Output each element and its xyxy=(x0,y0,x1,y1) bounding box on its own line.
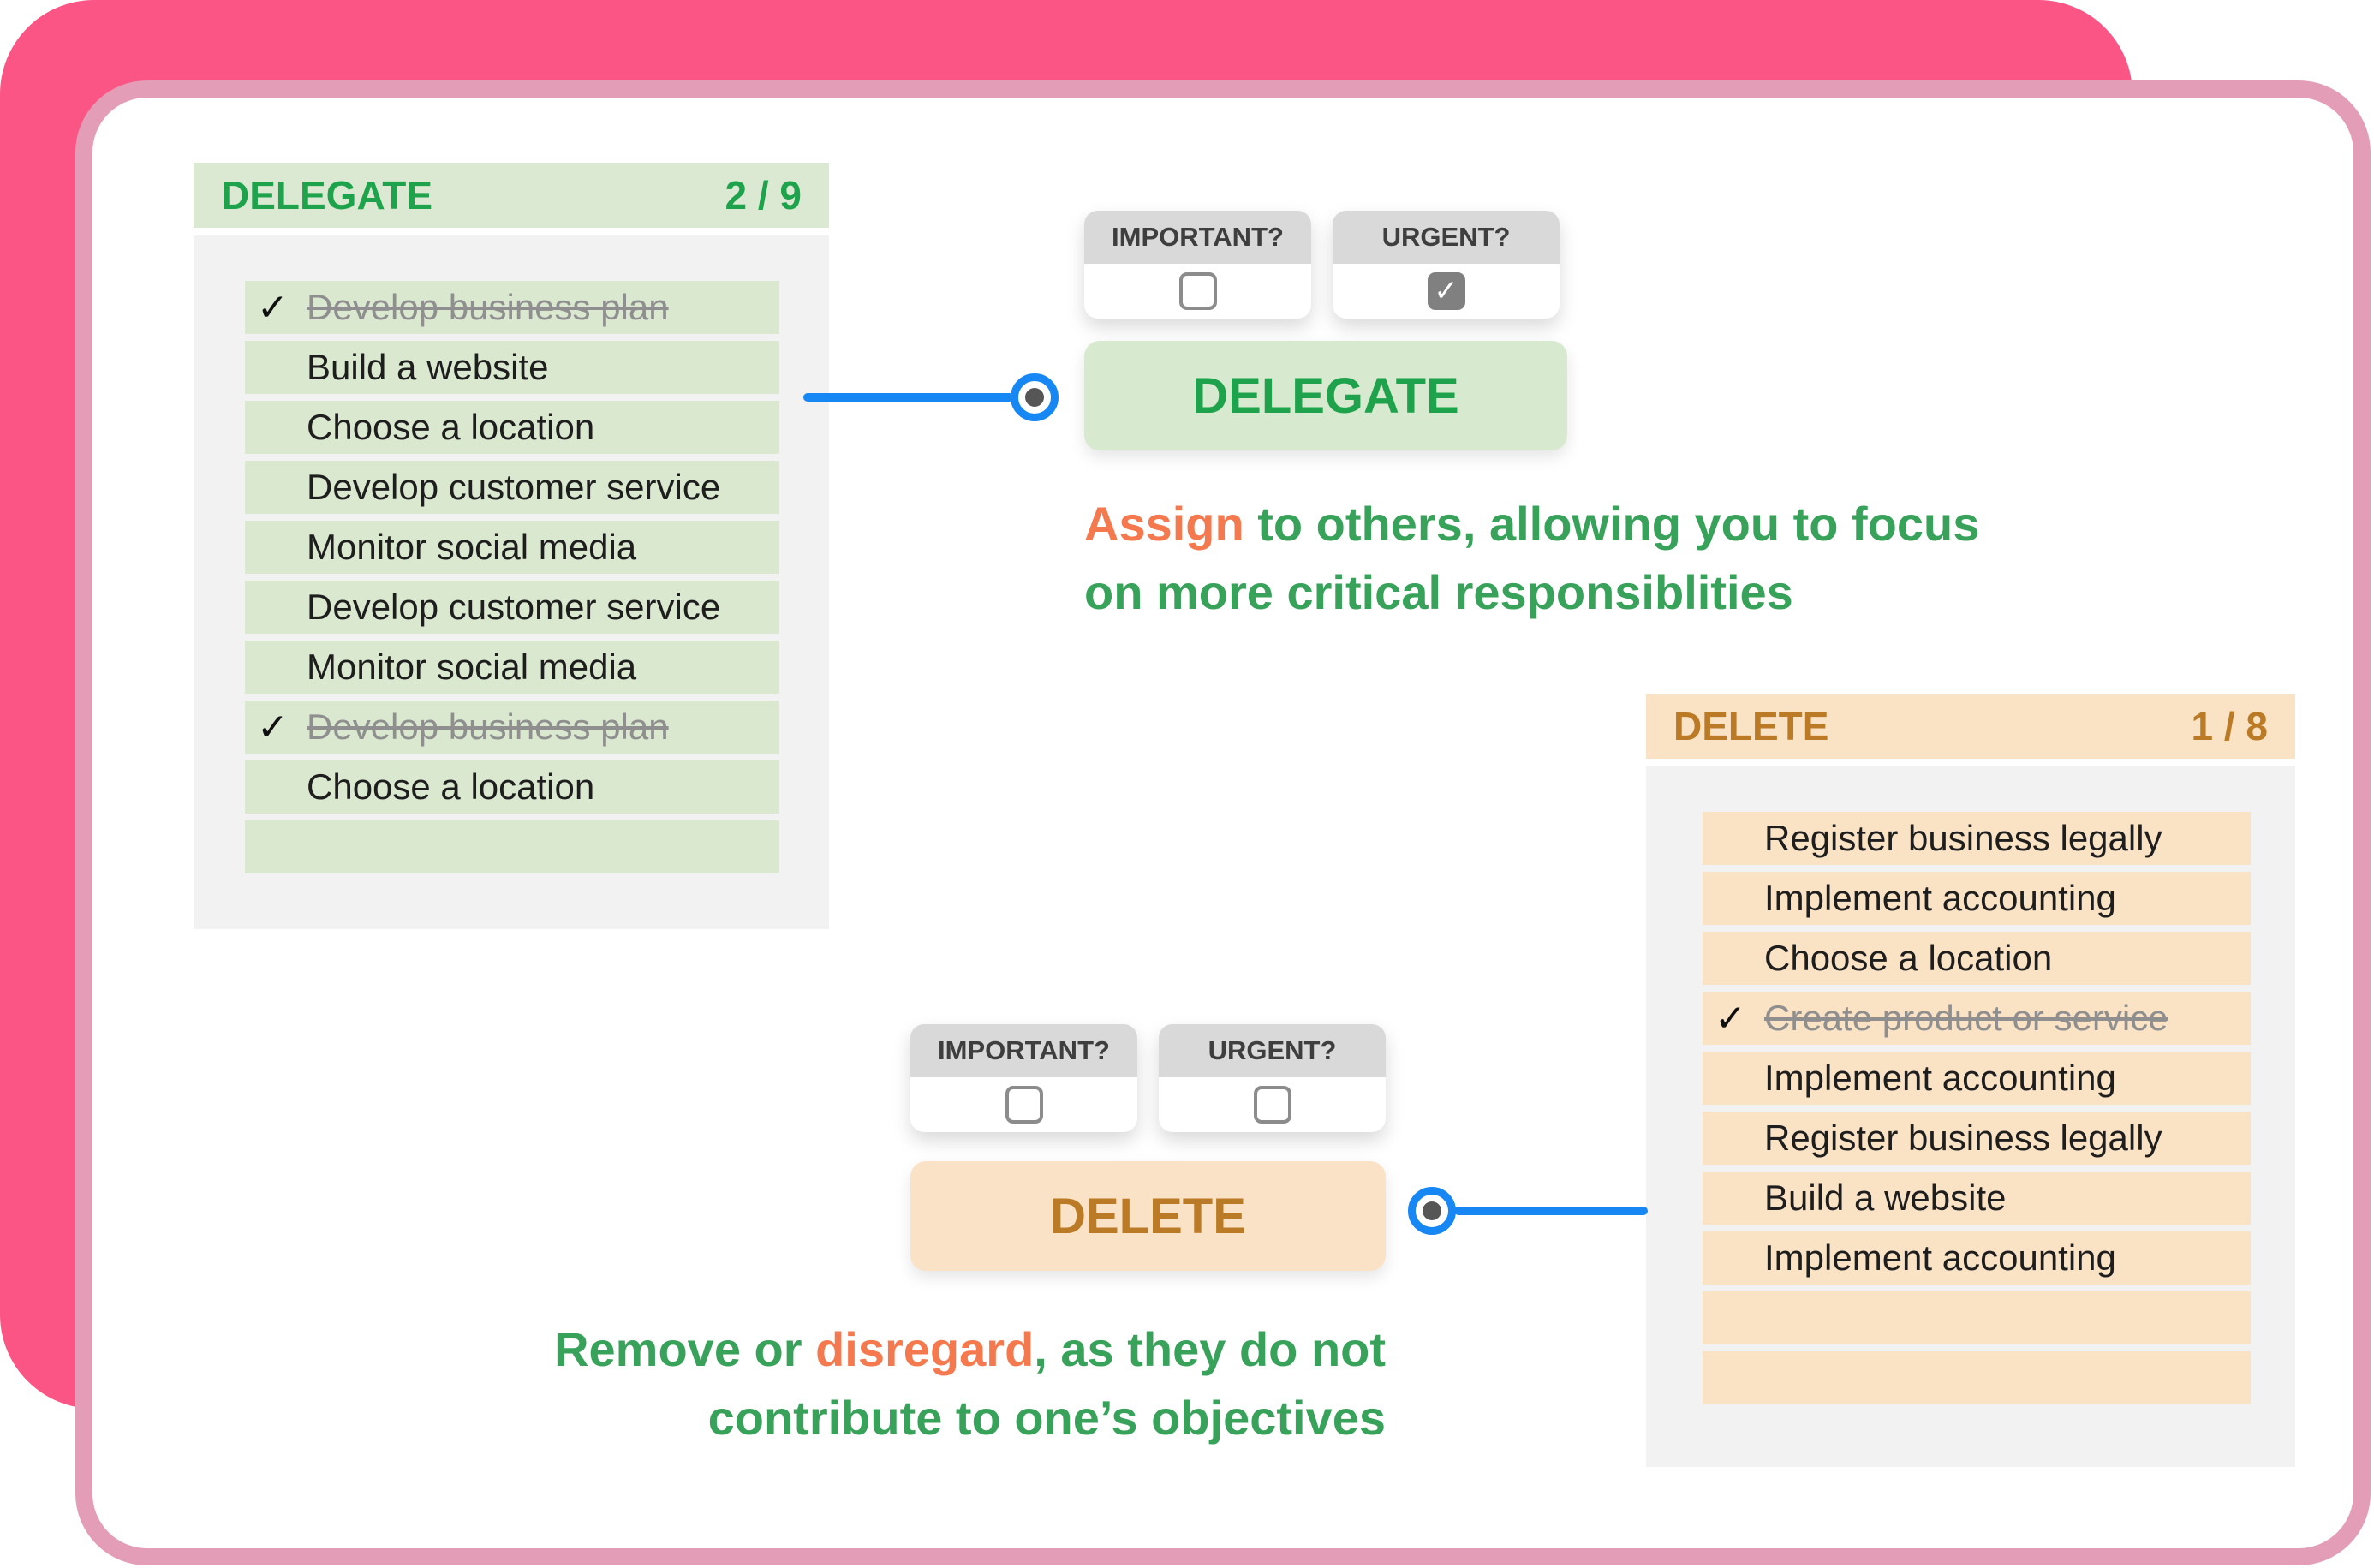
task-label: Monitor social media xyxy=(307,647,637,687)
urgent-label: URGENT? xyxy=(1159,1024,1386,1077)
delete-panel-header: DELETE 1 / 8 xyxy=(1646,694,2295,759)
urgent-checkbox[interactable] xyxy=(1253,1086,1291,1124)
delete-panel-title: DELETE xyxy=(1673,704,1829,748)
important-card-body xyxy=(910,1077,1137,1132)
connector-dot-icon xyxy=(1423,1201,1441,1220)
task-label: Create product or service xyxy=(1764,998,2168,1038)
urgent-label: URGENT? xyxy=(1333,211,1560,264)
delegate-panel-header: DELEGATE 2 / 9 xyxy=(194,163,829,228)
urgent-card-body xyxy=(1159,1077,1386,1132)
delegate-connector-node xyxy=(1011,373,1059,421)
important-card-body xyxy=(1084,264,1311,319)
task-row: Develop customer service xyxy=(245,581,779,634)
task-row: Build a website xyxy=(245,341,779,394)
task-row: Monitor social media xyxy=(245,641,779,694)
task-label: Build a website xyxy=(307,347,549,387)
task-label: Implement accounting xyxy=(1764,1058,2116,1098)
important-label: IMPORTANT? xyxy=(1084,211,1311,264)
task-label: Register business legally xyxy=(1764,1118,2162,1158)
task-label: Monitor social media xyxy=(307,527,637,567)
urgent-card-body: ✓ xyxy=(1333,264,1560,319)
task-label: Develop customer service xyxy=(307,587,721,627)
task-label: Choose a location xyxy=(307,766,595,807)
task-label: Implement accounting xyxy=(1764,1237,2116,1278)
important-label: IMPORTANT? xyxy=(910,1024,1137,1077)
delegate-important-card: IMPORTANT? xyxy=(1084,211,1311,319)
delete-task-list: Register business legally Implement acco… xyxy=(1703,812,2251,1404)
important-checkbox[interactable] xyxy=(1005,1086,1043,1124)
checkmark-icon: ✓ xyxy=(257,706,289,748)
delegate-task-list: ✓ Develop business plan Build a website … xyxy=(245,281,779,873)
delegate-connector-line xyxy=(803,393,1014,402)
task-row xyxy=(1703,1351,2251,1404)
task-row xyxy=(1703,1291,2251,1344)
task-label: Build a website xyxy=(1764,1177,2007,1218)
delete-connector-line xyxy=(1454,1207,1648,1215)
delete-connector-node xyxy=(1408,1187,1456,1235)
delete-button[interactable]: DELETE xyxy=(910,1161,1386,1271)
task-label: Develop customer service xyxy=(307,467,721,507)
task-row: ✓ Develop business plan xyxy=(245,281,779,334)
task-row: Build a website xyxy=(1703,1172,2251,1225)
delegate-panel-title: DELEGATE xyxy=(221,173,433,218)
important-checkbox[interactable] xyxy=(1178,272,1217,310)
delegate-urgent-card: URGENT? ✓ xyxy=(1333,211,1560,319)
checkmark-icon: ✓ xyxy=(257,286,289,329)
task-label: Develop business plan xyxy=(307,287,669,327)
task-row: Register business legally xyxy=(1703,812,2251,865)
delete-urgent-card: URGENT? xyxy=(1159,1024,1386,1132)
task-row xyxy=(245,820,779,873)
delete-important-card: IMPORTANT? xyxy=(910,1024,1137,1132)
checkmark-icon: ✓ xyxy=(1715,997,1746,1040)
task-label: Choose a location xyxy=(307,407,595,447)
task-label: Implement accounting xyxy=(1764,878,2116,918)
task-row: Implement accounting xyxy=(1703,1231,2251,1285)
task-row: Implement accounting xyxy=(1703,872,2251,925)
delegate-panel-counter: 2 / 9 xyxy=(725,173,802,218)
task-label: Register business legally xyxy=(1764,818,2162,858)
task-row: Monitor social media xyxy=(245,521,779,574)
task-row: Develop customer service xyxy=(245,461,779,514)
task-row: Choose a location xyxy=(245,401,779,454)
task-label: Choose a location xyxy=(1764,938,2053,978)
task-row: ✓ Create product or service xyxy=(1703,992,2251,1045)
checkbox-check-icon: ✓ xyxy=(1434,275,1458,307)
task-row: Choose a location xyxy=(245,760,779,814)
delegate-button[interactable]: DELEGATE xyxy=(1084,341,1567,450)
delete-panel-counter: 1 / 8 xyxy=(2191,704,2268,748)
task-row: Implement accounting xyxy=(1703,1052,2251,1105)
urgent-checkbox[interactable]: ✓ xyxy=(1427,272,1465,310)
task-label: Develop business plan xyxy=(307,706,669,747)
task-row: Register business legally xyxy=(1703,1112,2251,1165)
task-row: ✓ Develop business plan xyxy=(245,701,779,754)
connector-dot-icon xyxy=(1025,388,1044,407)
task-row: Choose a location xyxy=(1703,932,2251,985)
